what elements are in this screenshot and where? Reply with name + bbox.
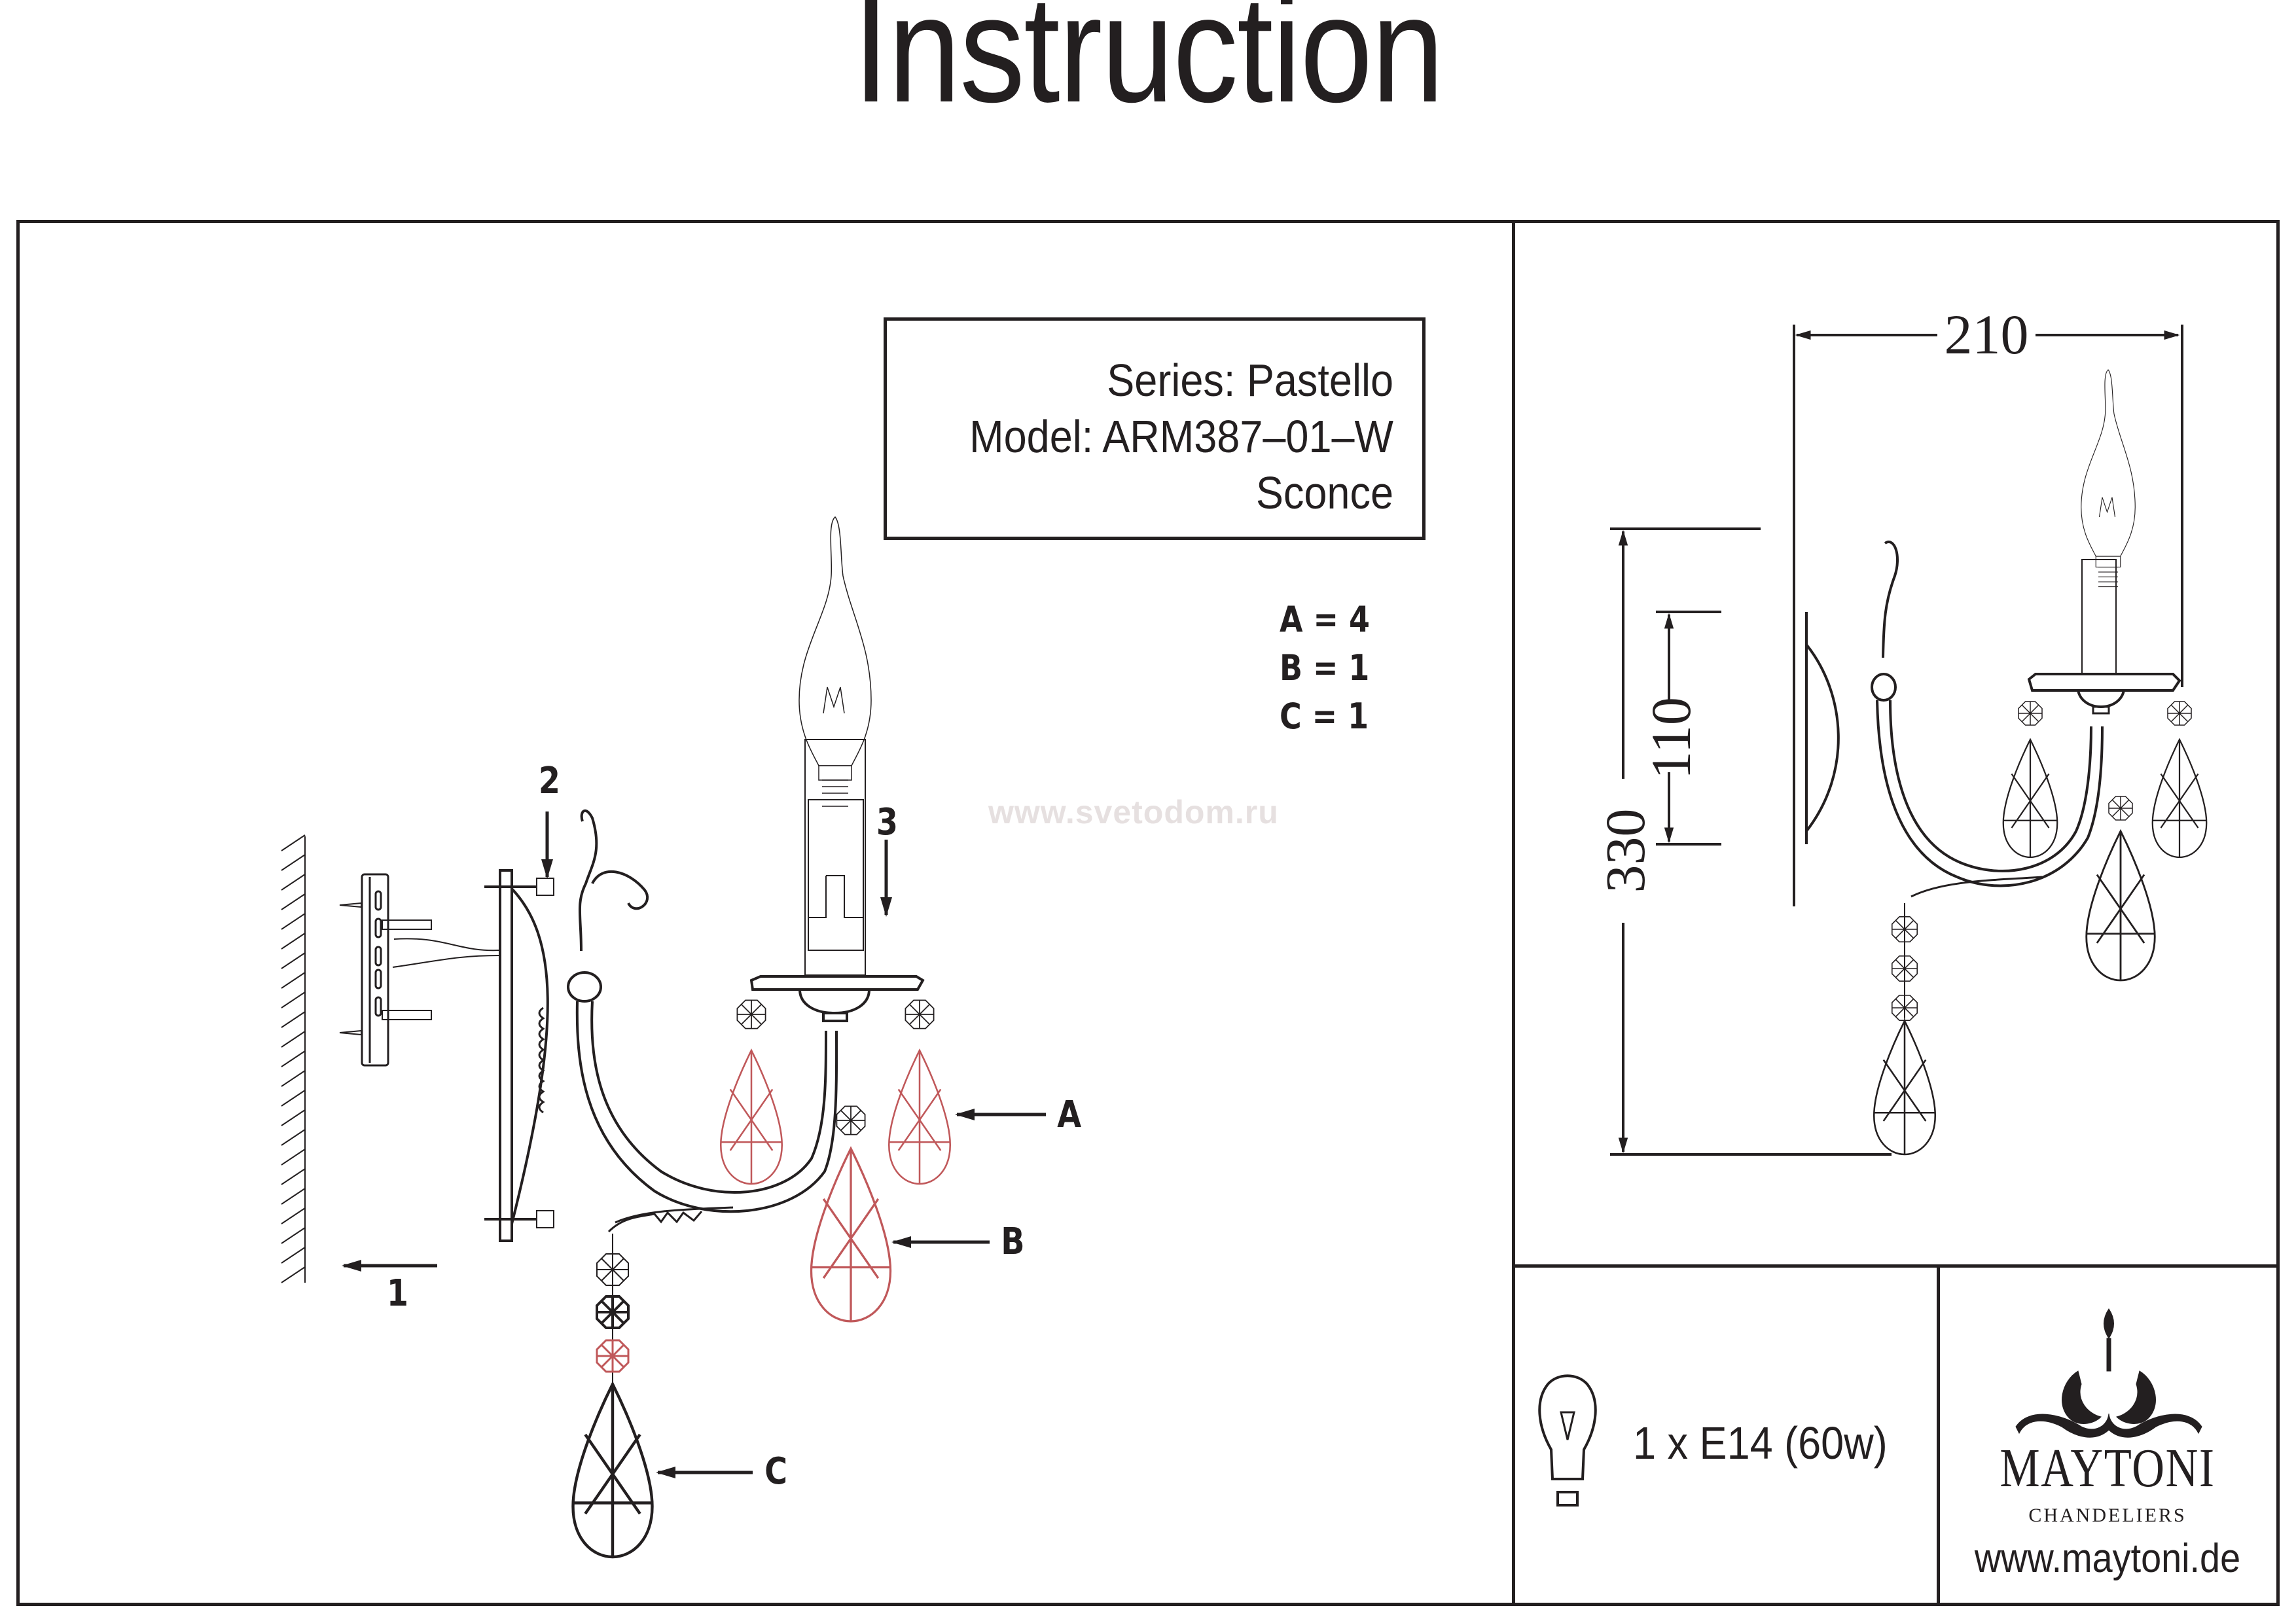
- footer-divider-vertical: [1937, 1264, 1940, 1603]
- bulb-icon: [1538, 1374, 1597, 1507]
- callout-a-label: A: [1057, 1094, 1082, 1136]
- watermark: www.svetodom.ru: [988, 794, 1279, 830]
- crystal-a-left: [719, 1049, 783, 1185]
- product-type-label: Sconce: [1255, 467, 1393, 518]
- brand-name: MAYTONI: [2000, 1438, 2215, 1499]
- brand-subtitle: CHANDELIERS: [2028, 1505, 2187, 1526]
- maytoni-logo-icon: [2015, 1308, 2202, 1438]
- parts-count-b: B = 1: [1280, 647, 1370, 688]
- lamp-spec: 1 x E14 (60w): [1633, 1418, 1888, 1469]
- crystal-a-right: [888, 1049, 952, 1185]
- dimension-height-total: 330: [1594, 809, 1657, 893]
- series-label: Series: Pastello: [1107, 355, 1393, 406]
- step-3-label: 3: [876, 801, 899, 844]
- dimension-height-plate: 110: [1640, 697, 1702, 779]
- parts-count-list: A = 4 B = 1 C = 1: [1280, 596, 1370, 741]
- mounting-bar: [339, 873, 501, 1067]
- step-1-label: 1: [386, 1272, 409, 1315]
- step-2-label: 2: [538, 760, 561, 802]
- sconce-arm: [567, 809, 925, 1233]
- callout-b-label: B: [1001, 1221, 1025, 1263]
- parts-count-c: C = 1: [1280, 696, 1369, 737]
- parts-count-a: A = 4: [1280, 599, 1370, 640]
- model-label: Model: ARM387–01–W: [969, 411, 1393, 462]
- page-title: Instruction: [853, 0, 1444, 134]
- candle-holder: [804, 739, 866, 976]
- panel-divider-vertical: [1512, 220, 1515, 1603]
- crystal-c: [573, 1384, 653, 1557]
- assembly-drawing: [281, 516, 1046, 1557]
- dimension-width: 210: [1945, 303, 2029, 366]
- brand-url[interactable]: www.maytoni.de: [1974, 1536, 2241, 1581]
- product-info-box: Series: Pastello Model: ARM387–01–W Scon…: [884, 317, 1426, 540]
- panel-divider-horizontal: [1512, 1264, 2276, 1268]
- back-plate: [484, 869, 554, 1242]
- candle-bulb: [798, 516, 872, 808]
- callout-c-label: C: [764, 1450, 788, 1493]
- dimension-drawing: [1610, 325, 2208, 1156]
- drawing-frame: [16, 220, 2280, 1606]
- wall-hatch: [281, 834, 306, 1283]
